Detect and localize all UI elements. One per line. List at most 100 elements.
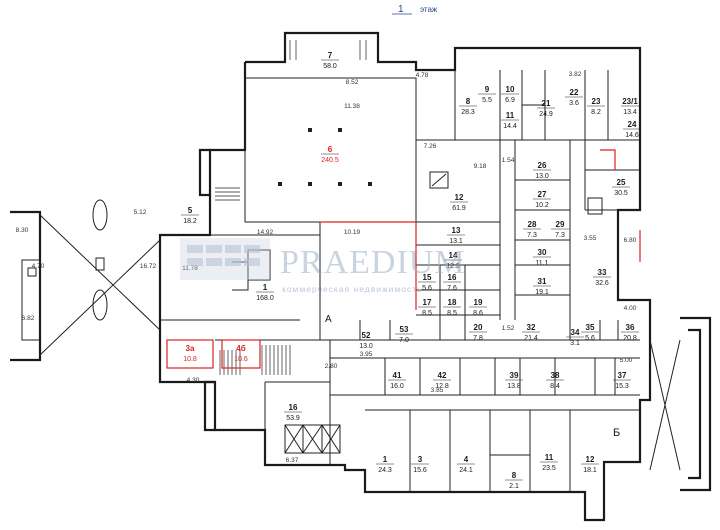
- room-label: 188.5: [443, 298, 461, 317]
- room-area: 24.1: [459, 467, 473, 474]
- room-label: 82.1: [505, 471, 523, 490]
- dimension-label: 5.00: [620, 357, 633, 364]
- room-area: 5.6: [585, 335, 595, 342]
- dimension-label: 10.19: [344, 229, 361, 236]
- room-area: 18.2: [183, 218, 197, 225]
- room-number: 8: [512, 471, 517, 480]
- room-number: 32: [527, 323, 536, 332]
- room-area: 7.8: [473, 335, 483, 342]
- room-label: 31 19.1: [533, 277, 551, 296]
- room-number: 42: [438, 371, 447, 380]
- room-label: 518.2: [181, 206, 199, 225]
- external-staircase-left: [10, 199, 161, 362]
- room-label: 27 10.2: [533, 190, 551, 209]
- room-area: 7.6: [447, 285, 457, 292]
- room-area: 32.6: [595, 280, 609, 287]
- room-number: 53: [400, 325, 409, 334]
- room-label: 32 21.4: [522, 323, 540, 342]
- room-number: 31: [538, 277, 547, 286]
- room-number: 21: [542, 99, 551, 108]
- room-number: 19: [474, 298, 483, 307]
- room-area: 13.4: [623, 109, 637, 116]
- room-area: 8.5: [422, 310, 432, 317]
- room-label: 287.3: [523, 220, 541, 239]
- room-area: 2.1: [509, 483, 519, 490]
- dimension-label: 5.12: [134, 209, 147, 216]
- room-number: 26: [538, 161, 547, 170]
- room-label: 26 13.0: [533, 161, 551, 180]
- room-label: 238.2: [587, 97, 605, 116]
- room-area: 18.1: [583, 467, 597, 474]
- room-area: 20.8: [623, 335, 637, 342]
- room-number: 23: [592, 97, 601, 106]
- room-number: 16: [448, 273, 457, 282]
- dimension-label: 6.80: [624, 237, 637, 244]
- room-number: 9: [485, 85, 490, 94]
- room-area: 24.9: [539, 111, 553, 118]
- room-label: 21 24.9: [537, 99, 555, 118]
- watermark-brand: PRAEDIUM: [280, 244, 466, 281]
- room-label: 315.6: [411, 455, 429, 474]
- room-area: 61.9: [452, 205, 466, 212]
- room-label: 167.6: [443, 273, 461, 292]
- room-label: 207.8: [469, 323, 487, 342]
- room-area: 11.1: [535, 260, 548, 267]
- room-area: 14.6: [625, 132, 639, 139]
- room-label: 95.5: [478, 85, 496, 104]
- room-area: 8.4: [550, 383, 560, 390]
- dimension-label: 14.92: [257, 229, 274, 236]
- room-number: 8: [466, 97, 471, 106]
- room-number: 10: [506, 85, 515, 94]
- dimension-label: 3.95: [360, 351, 373, 358]
- dimension-label: 4.70: [32, 263, 45, 270]
- room-number: 28: [528, 220, 537, 229]
- room-number: 41: [393, 371, 402, 380]
- room-label: 343.1: [566, 328, 584, 347]
- room-number: 29: [556, 220, 565, 229]
- room-area: 8.2: [591, 109, 601, 116]
- room-number: 11: [506, 111, 515, 120]
- room-number: 16: [289, 403, 298, 412]
- external-structure-right: [649, 316, 712, 492]
- dimension-label: 3.55: [584, 235, 597, 242]
- room-area: 15.6: [413, 467, 427, 474]
- dimension-label: 1.52: [502, 325, 515, 332]
- room-area: 10.2: [535, 202, 549, 209]
- room-number: 35: [586, 323, 595, 332]
- dimension-label: 1.54: [502, 157, 515, 164]
- room-number: 38: [551, 371, 560, 380]
- room-number: 23/1: [622, 97, 638, 106]
- room-area: 19.1: [535, 289, 549, 296]
- dimension-label: 4.00: [624, 305, 637, 312]
- room-area: 7.3: [555, 232, 565, 239]
- room-number: 52: [362, 331, 371, 340]
- room-number: 13: [452, 226, 461, 235]
- room-number: 25: [617, 178, 626, 187]
- room-area: 13.1: [449, 238, 463, 245]
- room-number: 24: [628, 120, 637, 129]
- room-label: 355.6: [581, 323, 599, 342]
- red-room-number: 4б: [236, 344, 245, 353]
- room-number: 1: [263, 283, 268, 292]
- room-area: 21.4: [524, 335, 538, 342]
- room-number: 15: [423, 273, 432, 282]
- room-number: 34: [571, 328, 580, 337]
- room-area: 7.3: [527, 232, 537, 239]
- room-number: 1: [383, 455, 388, 464]
- floor-word: этаж: [420, 5, 438, 14]
- room-area: 3.6: [569, 100, 579, 107]
- room-number: 7: [328, 51, 333, 60]
- room-label: 23/1 13.4: [621, 97, 639, 116]
- room-area: 23.5: [542, 465, 556, 472]
- room-area: 58.0: [323, 63, 337, 70]
- stair-label-a: А: [325, 314, 332, 325]
- room-number: 27: [538, 190, 547, 199]
- watermark: PRAEDIUM коммерческая недвижимость: [180, 238, 466, 294]
- room-area: 13.0: [535, 173, 549, 180]
- room-label: 424.1: [457, 455, 475, 474]
